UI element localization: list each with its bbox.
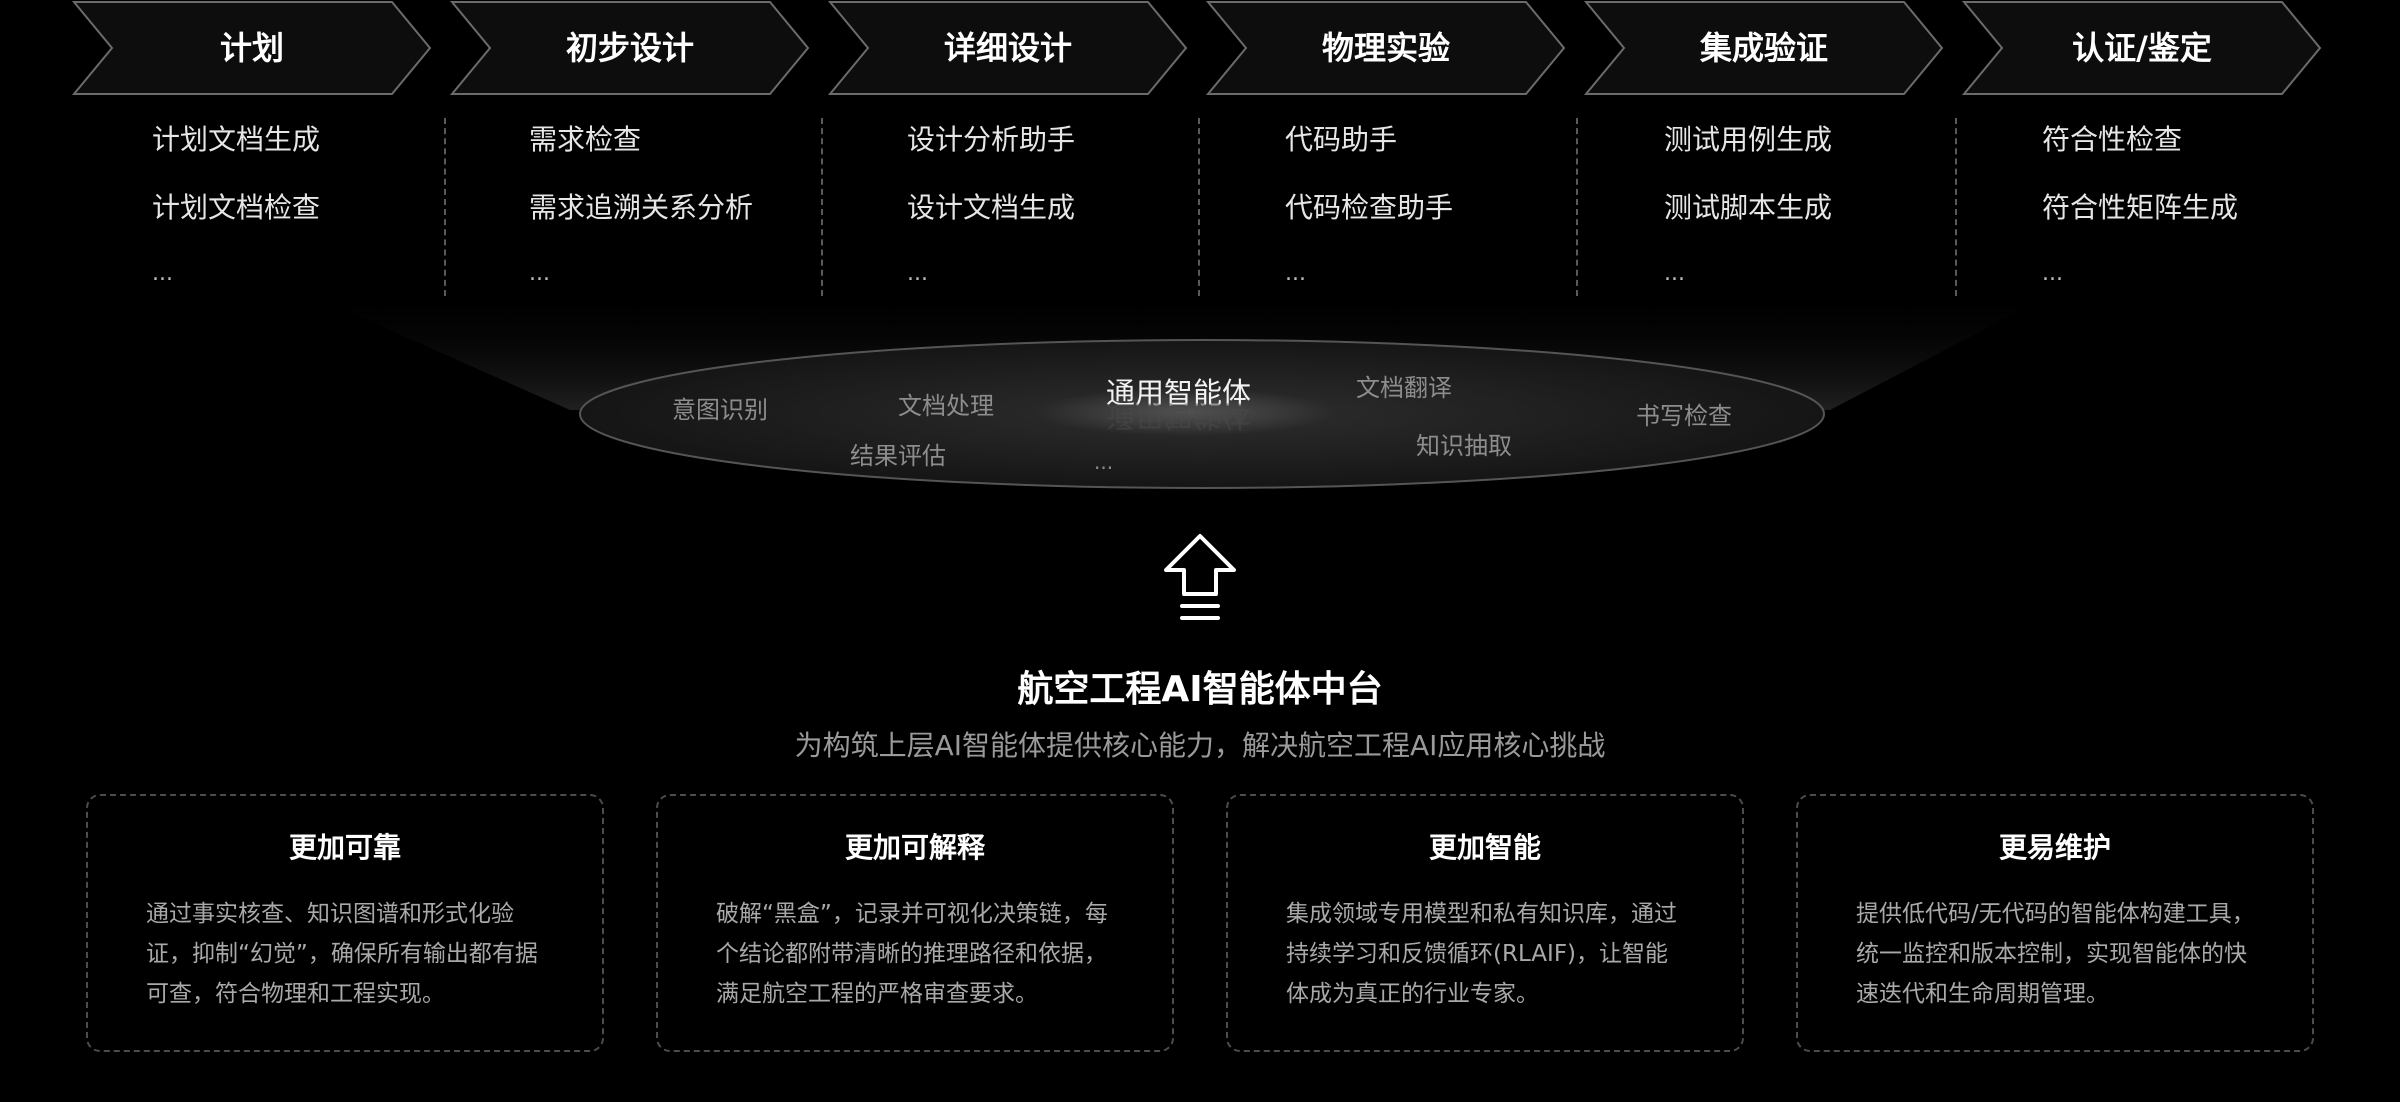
chevron-shape bbox=[450, 0, 810, 95]
stage-item: 符合性矩阵生成 bbox=[2042, 191, 2239, 224]
card-title: 更加可靠 bbox=[288, 831, 401, 864]
stage-label: 认证/鉴定 bbox=[2072, 29, 2212, 67]
feature-card-maintainable: 更易维护 提供低代码/无代码的智能体构建工具，统一监控和版本控制，实现智能体的快… bbox=[1796, 794, 2314, 1052]
upload-arrow-icon bbox=[1164, 534, 1236, 620]
stage-more: ... bbox=[1285, 261, 1306, 286]
stage-items-physical-experiment: 代码助手 代码检查助手 ... bbox=[1285, 118, 1575, 294]
card-body: 通过事实核查、知识图谱和形式化验证，抑制“幻觉”，确保所有输出都有据可查，符合物… bbox=[146, 901, 538, 1007]
stage-more: ... bbox=[907, 261, 928, 286]
stage-divider bbox=[1955, 118, 1957, 296]
stage-label: 详细设计 bbox=[943, 29, 1072, 67]
general-agent-reflection: 通用智能体 bbox=[1106, 399, 1252, 433]
stage-detailed-design: 详细设计 bbox=[828, 0, 1188, 96]
stage-divider bbox=[821, 118, 823, 296]
stage-integration-verification: 集成验证 bbox=[1584, 0, 1944, 96]
stage-item: 符合性检查 bbox=[2042, 123, 2183, 156]
stage-more: ... bbox=[2042, 261, 2063, 286]
feature-card-intelligent: 更加智能 集成领域专用模型和私有知识库，通过持续学习和反馈循环(RLAIF)，让… bbox=[1226, 794, 1744, 1052]
capability-document-processing: 文档处理 bbox=[898, 392, 994, 420]
capability-intent-recognition: 意图识别 bbox=[672, 396, 768, 424]
stage-more: ... bbox=[529, 261, 550, 286]
chevron-shape bbox=[828, 0, 1188, 95]
stage-divider bbox=[1198, 118, 1200, 296]
stage-item: 测试用例生成 bbox=[1664, 123, 1833, 156]
hub-subtitle: 为构筑上层AI智能体提供核心能力，解决航空工程AI应用核心挑战 bbox=[794, 729, 1606, 762]
capability-more: ... bbox=[1094, 450, 1114, 474]
stage-item: 代码检查助手 bbox=[1285, 191, 1454, 224]
stage-physical-experiment: 物理实验 bbox=[1206, 0, 1566, 96]
card-title: 更加可解释 bbox=[844, 831, 985, 864]
stage-plan: 计划 bbox=[72, 0, 432, 96]
card-body: 破解“黑盒”，记录并可视化决策链，每个结论都附带清晰的推理路径和依据，满足航空工… bbox=[716, 901, 1108, 1007]
stage-item: 需求检查 bbox=[529, 123, 642, 156]
stage-item: 测试脚本生成 bbox=[1664, 191, 1833, 224]
card-body: 提供低代码/无代码的智能体构建工具，统一监控和版本控制，实现智能体的快速迭代和生… bbox=[1856, 901, 2255, 1007]
stage-label: 物理实验 bbox=[1321, 29, 1450, 67]
chevron-shape bbox=[1962, 0, 2322, 95]
stage-more: ... bbox=[152, 261, 173, 286]
stage-more: ... bbox=[1664, 261, 1685, 286]
capability-result-evaluation: 结果评估 bbox=[850, 442, 946, 470]
feature-card-reliable: 更加可靠 通过事实核查、知识图谱和形式化验证，抑制“幻觉”，确保所有输出都有据可… bbox=[86, 794, 604, 1052]
feature-card-explainable: 更加可解释 破解“黑盒”，记录并可视化决策链，每个结论都附带清晰的推理路径和依据… bbox=[656, 794, 1174, 1052]
stage-label: 计划 bbox=[219, 29, 284, 67]
general-agent-label: 通用智能体 bbox=[1106, 376, 1252, 410]
card-body: 集成领域专用模型和私有知识库，通过持续学习和反馈循环(RLAIF)，让智能体成为… bbox=[1286, 901, 1677, 1007]
stage-items-certification: 符合性检查 符合性矩阵生成 ... bbox=[2042, 118, 2332, 294]
hub-title: 航空工程AI智能体中台 bbox=[1017, 669, 1383, 710]
stage-items-plan: 计划文档生成 计划文档检查 ... bbox=[152, 118, 442, 294]
capability-document-translation: 文档翻译 bbox=[1356, 374, 1452, 402]
capability-knowledge-extraction: 知识抽取 bbox=[1416, 432, 1512, 460]
stage-row: 计划 初步设计 详细设计 物理实验 集成验证 认证/鉴定 bbox=[72, 0, 2328, 96]
stage-preliminary-design: 初步设计 bbox=[450, 0, 810, 96]
stage-item: 计划文档生成 bbox=[152, 123, 321, 156]
stage-label: 初步设计 bbox=[565, 29, 694, 67]
stage-item: 设计分析助手 bbox=[907, 123, 1076, 156]
stage-label: 集成验证 bbox=[1699, 29, 1828, 67]
stage-item: 计划文档检查 bbox=[152, 191, 321, 224]
chevron-shape bbox=[1584, 0, 1944, 95]
stage-items-preliminary-design: 需求检查 需求追溯关系分析 ... bbox=[529, 118, 819, 294]
chevron-shape bbox=[72, 0, 432, 95]
stage-items-detailed-design: 设计分析助手 设计文档生成 ... bbox=[907, 118, 1197, 294]
card-title: 更易维护 bbox=[1998, 831, 2111, 864]
stage-certification: 认证/鉴定 bbox=[1962, 0, 2322, 96]
stage-item: 设计文档生成 bbox=[907, 191, 1076, 224]
stage-items-integration-verification: 测试用例生成 测试脚本生成 ... bbox=[1664, 118, 1954, 294]
stage-divider bbox=[1576, 118, 1578, 296]
stage-item: 代码助手 bbox=[1285, 123, 1398, 156]
capability-writing-check: 书写检查 bbox=[1636, 402, 1732, 430]
stage-item: 需求追溯关系分析 bbox=[529, 191, 754, 224]
chevron-shape bbox=[1206, 0, 1566, 95]
card-title: 更加智能 bbox=[1428, 831, 1541, 864]
stage-divider bbox=[444, 118, 446, 296]
